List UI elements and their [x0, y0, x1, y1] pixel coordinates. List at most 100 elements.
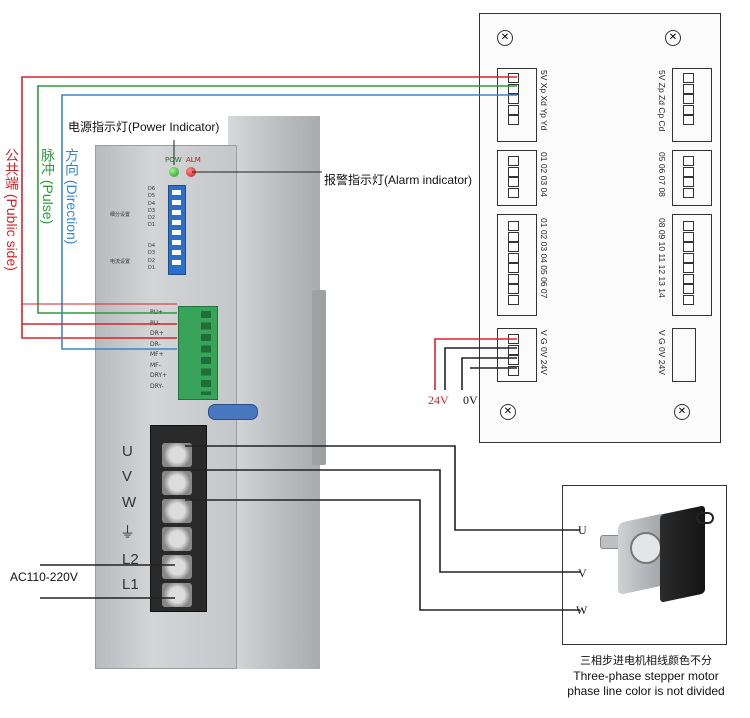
motor-caption-en1: Three-phase stepper motor: [573, 669, 719, 683]
board-label-power-left: V G 0V 24V: [539, 330, 549, 375]
motor-caption: 三相步进电机相线颜色不分 Three-phase stepper motor p…: [548, 654, 744, 699]
board-connector-zc: [672, 68, 712, 142]
board-connector-power-right: [672, 328, 696, 382]
board-pin: [683, 104, 694, 115]
board-pin: [683, 177, 694, 187]
board-pin: [683, 221, 694, 231]
terminal-label-l1: L1: [122, 576, 139, 593]
dip-labels-top: D6 D5 D4 D3 D2 D1: [148, 186, 156, 229]
terminal-label-v: V: [122, 468, 133, 485]
power-terminal-screws: [162, 443, 192, 607]
pow-label: POW: [165, 156, 182, 164]
driver-heatsink: [228, 116, 320, 669]
board-pin: [508, 355, 519, 365]
wire-pulse-green: [37, 85, 517, 314]
power-led: [169, 167, 179, 177]
board-pin: [508, 344, 519, 355]
terminal-label-w: W: [122, 494, 137, 511]
screw-icon: ✕: [497, 30, 513, 46]
dip-switch[interactable]: [168, 185, 186, 275]
board-label-08-14: 08 09 10 11 12 13 14: [657, 218, 667, 298]
motor-phase-u: U: [578, 523, 587, 537]
wire-motor-v: [185, 469, 580, 573]
board-connector-xy: [497, 68, 537, 142]
wire-public-red: [21, 76, 517, 339]
dip-labels-bottom: D4 D3 D2 D1: [148, 243, 156, 271]
board-pin: [683, 166, 694, 177]
pulse-label: 脉冲 (Pulse): [40, 148, 56, 225]
motor-phase-v: V: [578, 566, 587, 580]
alm-label: ALM: [186, 156, 201, 164]
motor-caption-en2: phase line color is not divided: [567, 684, 725, 698]
driver-fan-edge: [312, 290, 326, 465]
ground-icon: ⏚: [120, 524, 136, 541]
direction-label: 方向 (Direction): [64, 148, 80, 245]
board-pin: [508, 187, 519, 198]
board-pin: [508, 104, 519, 115]
board-pin: [683, 73, 694, 83]
board-connector-05-08: [672, 150, 712, 206]
terminal-label-u: U: [122, 443, 133, 460]
board-pin: [683, 263, 694, 273]
board-pin: [508, 252, 519, 263]
alarm-led: [186, 167, 196, 177]
board-pin: [683, 294, 694, 305]
board-pin: [508, 221, 519, 231]
wire-24v: [434, 338, 517, 390]
power-indicator-label: 电源指示灯(Power Indicator): [68, 120, 220, 134]
wire-24v-b: [444, 347, 517, 390]
motor-caption-cn: 三相步进电机相线颜色不分: [580, 655, 712, 667]
board-pin: [508, 83, 519, 94]
board-pin: [508, 284, 519, 294]
board-connector-08-14: [672, 214, 712, 316]
board-pin: [508, 365, 519, 376]
board-pin: [508, 156, 519, 166]
public-side-label: 公共端 (Public side): [4, 148, 20, 271]
board-pin: [508, 177, 519, 187]
ac-input-label: AC110-220V: [10, 570, 78, 584]
label-0v: 0V: [463, 393, 478, 407]
board-pin: [683, 94, 694, 104]
board-connector-01-07: [497, 214, 537, 316]
board-pin: [508, 273, 519, 284]
controller-board: [479, 13, 721, 443]
board-pin: [683, 242, 694, 252]
board-pin: [508, 231, 519, 242]
motor-phase-w: W: [576, 603, 588, 617]
board-pin: [683, 187, 694, 198]
board-pin: [683, 231, 694, 242]
alarm-indicator-label: 报警指示灯(Alarm indicator): [324, 173, 473, 187]
dip-group1-label: 细分设置: [110, 212, 131, 218]
board-pin: [508, 294, 519, 305]
screw-icon: ✕: [674, 404, 690, 420]
board-label-power-right: V G 0V 24V: [657, 330, 667, 375]
board-pin: [683, 83, 694, 94]
board-label-01-04: 01 02 03 04: [539, 152, 549, 197]
label-24v: 24V: [428, 393, 449, 407]
screw-icon: ✕: [665, 30, 681, 46]
stepper-motor-image: [600, 505, 715, 610]
dip-group2-label: 电流设置: [110, 259, 131, 265]
wire-motor-u: [185, 445, 580, 531]
signal-terminal-block: [178, 306, 218, 400]
wire-0v: [461, 357, 517, 390]
wire-direction-blue: [61, 94, 517, 350]
board-label-zc: 5V Zp Zd Cp Cd: [657, 70, 667, 132]
terminal-label-l2: L2: [122, 551, 139, 568]
board-pin: [683, 115, 694, 125]
board-label-05-08: 05 06 07 08: [657, 152, 667, 197]
board-connector-01-04: [497, 150, 537, 206]
board-pin: [683, 156, 694, 166]
driver-sticker: [208, 404, 258, 420]
board-pin: [508, 242, 519, 252]
board-pin: [508, 115, 519, 125]
board-pin: [683, 273, 694, 284]
board-pin: [508, 263, 519, 273]
board-label-01-07: 01 02 03 04 05 06 07: [539, 218, 549, 299]
board-label-xy: 5V Xp Xd Yp Yd: [539, 70, 549, 131]
board-connector-power-left: [497, 328, 537, 382]
board-pin: [683, 284, 694, 294]
wire-motor-w: [185, 499, 580, 611]
board-pin: [508, 73, 519, 83]
